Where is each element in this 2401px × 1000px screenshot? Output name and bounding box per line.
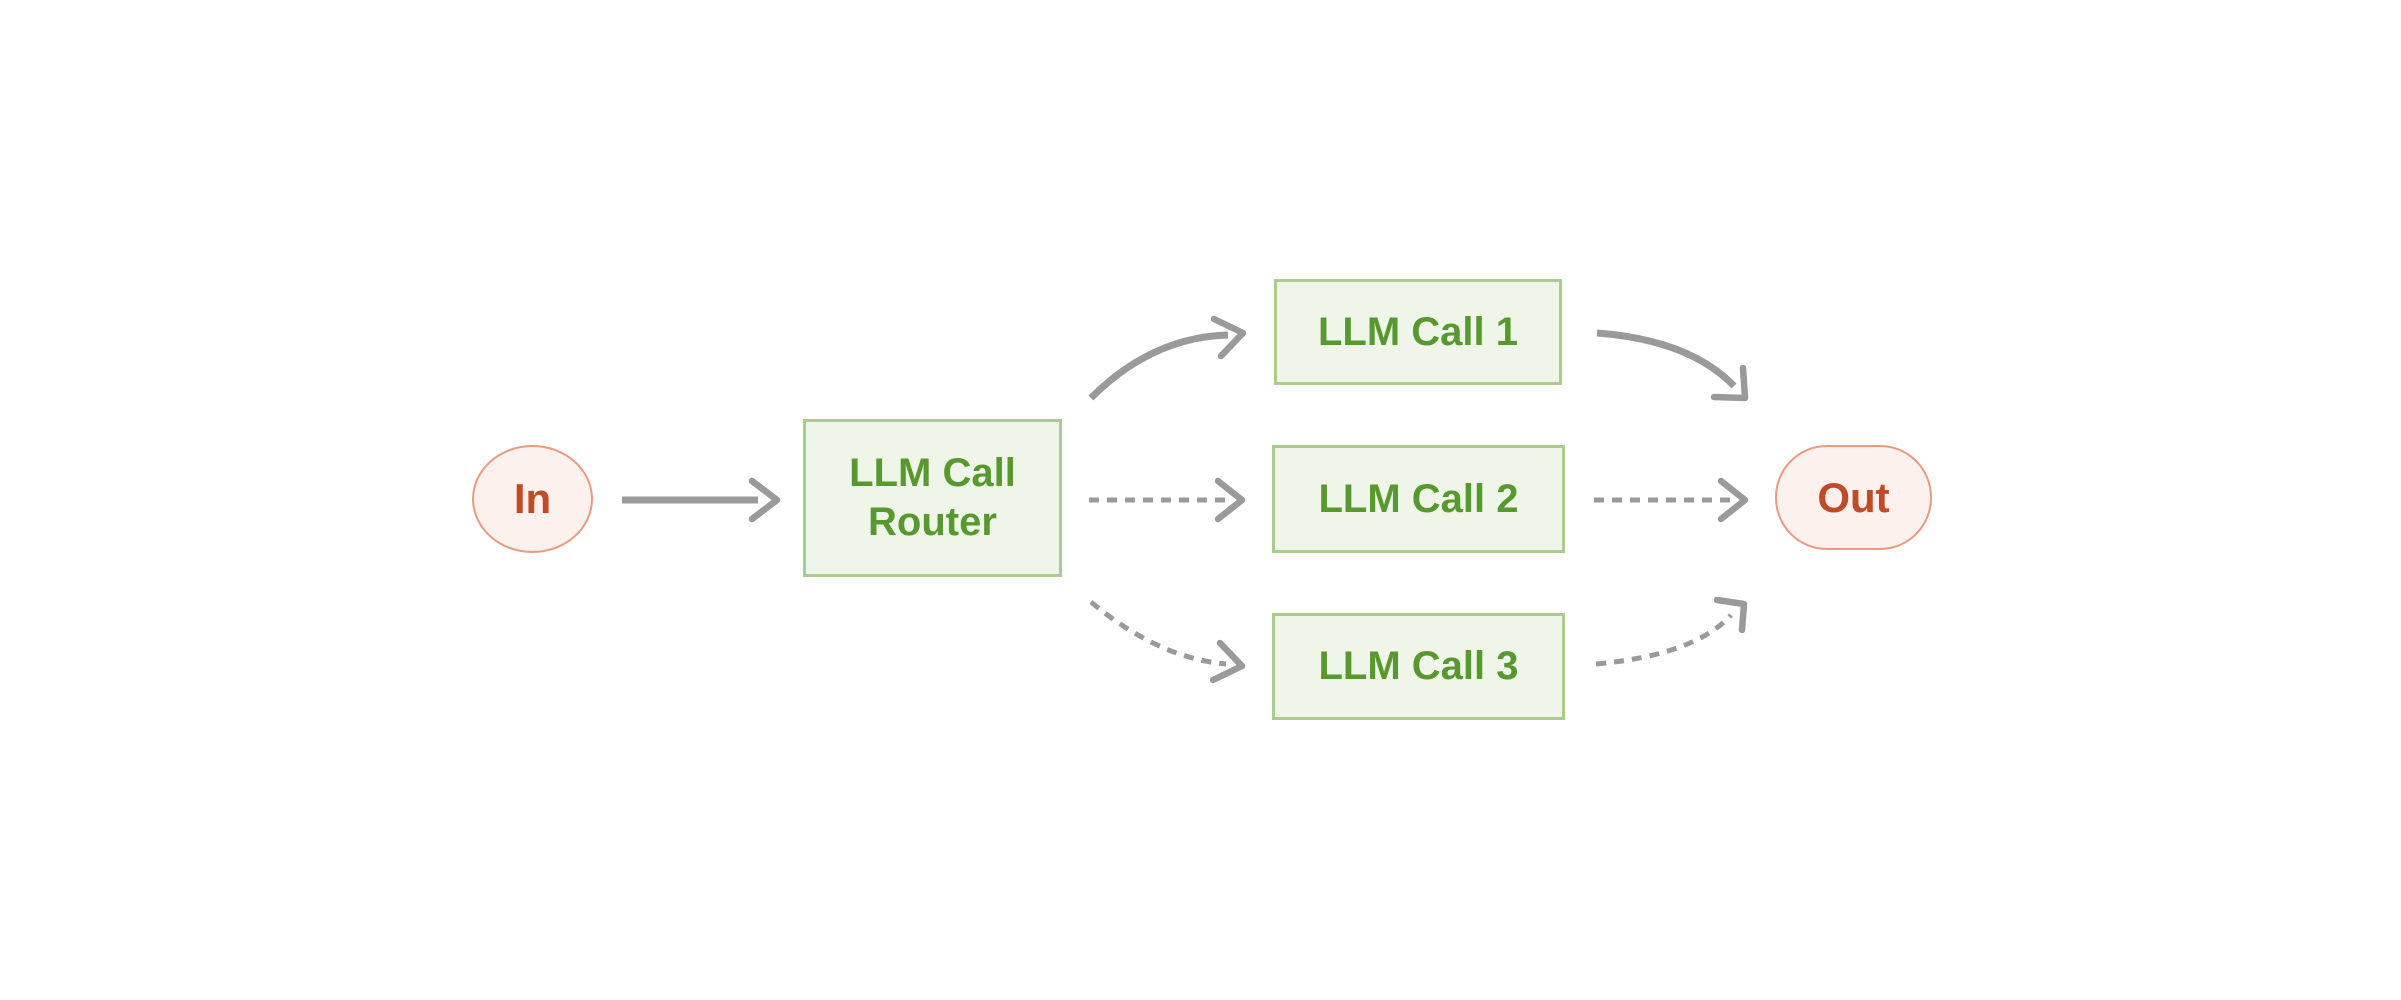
node-in-label: In [513, 475, 552, 523]
node-llm-call-1: LLM Call 1 [1274, 279, 1562, 385]
edge-in-to-router [622, 477, 781, 523]
node-llm-call-router-label: LLM Call Router [849, 451, 1016, 544]
node-llm-call-router: LLM Call Router [803, 419, 1062, 577]
edge-call2-to-out [1594, 477, 1749, 523]
edge-router-to-call1 [1088, 315, 1247, 401]
node-llm-call-1-label: LLM Call 1 [1317, 309, 1519, 354]
node-out-label: Out [1817, 473, 1890, 521]
node-in: In [472, 445, 593, 553]
node-llm-call-2-label: LLM Call 2 [1318, 476, 1519, 521]
edge-router-to-call3 [1089, 600, 1246, 684]
edge-call1-to-out [1596, 329, 1749, 402]
edge-call3-to-out [1595, 596, 1748, 667]
edge-router-to-call2 [1089, 477, 1246, 523]
node-llm-call-2: LLM Call 2 [1272, 445, 1565, 553]
node-llm-call-3-label: LLM Call 3 [1318, 644, 1519, 689]
node-llm-call-3: LLM Call 3 [1272, 613, 1565, 720]
node-out: Out [1775, 445, 1932, 550]
